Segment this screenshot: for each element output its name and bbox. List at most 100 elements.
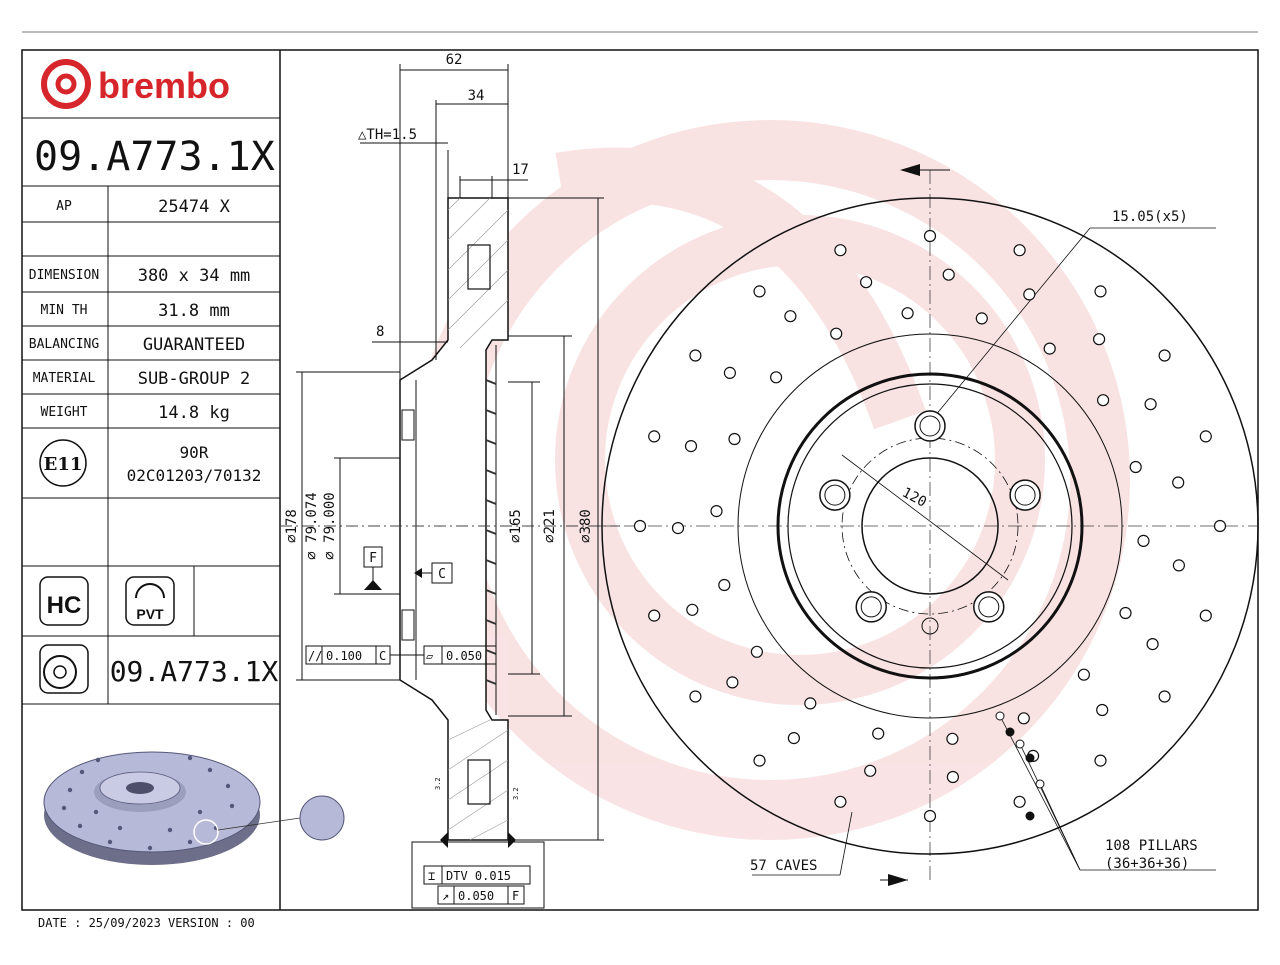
drill-hole <box>1158 690 1171 703</box>
spec-label: AP <box>56 199 72 214</box>
title-block-grid <box>22 117 280 705</box>
pillars-label: 108 PILLARS <box>1105 838 1198 854</box>
e11-approval-mark: E11 <box>39 439 87 487</box>
tol-parallel-ref: C <box>379 649 386 663</box>
drill-hole <box>1199 609 1212 622</box>
caves-label: 57 CAVES <box>750 858 817 874</box>
approval-mark-text: E11 <box>44 454 83 475</box>
pillar-mark <box>995 711 1005 721</box>
locating-hole <box>921 617 939 635</box>
dim-d165: ⌀165 <box>508 509 524 543</box>
spec-value: 25474 X <box>158 197 230 217</box>
bolt-hole-inner <box>1014 484 1036 506</box>
bolt-hole-inner <box>919 415 941 437</box>
pillar-mark <box>1005 727 1015 737</box>
footer-part-number: 09.A773.1X <box>110 655 279 688</box>
drill-hole <box>689 690 702 703</box>
bolt-hole <box>914 410 946 442</box>
drill-hole <box>753 754 766 767</box>
bolt-hole-inner <box>824 484 846 506</box>
drill-hole <box>1043 342 1056 355</box>
parallel-symbol: // <box>308 649 322 663</box>
tol-runout-ref: F <box>512 889 519 903</box>
brembo-watermark <box>410 120 1130 840</box>
spec-value: SUB-GROUP 2 <box>138 369 251 389</box>
datum-c-label: C <box>438 567 446 582</box>
dim-bolt-holes: 15.05(x5) <box>1112 209 1188 225</box>
disc-3d-render <box>43 751 345 865</box>
bolt-hole <box>819 479 851 511</box>
drill-hole <box>1013 244 1026 257</box>
dim-d221: ⌀221 <box>542 509 558 543</box>
bolt-holes <box>819 410 1041 635</box>
drill-hole <box>648 609 661 622</box>
pillar-mark <box>1025 811 1035 821</box>
flatness-symbol: ▱ <box>426 649 434 663</box>
pillar-mark <box>1035 779 1045 789</box>
spec-table: AP 25474 X DIMENSION 380 x 34 mm MIN TH … <box>29 197 251 423</box>
drill-hole <box>753 285 766 298</box>
drill-hole <box>923 809 937 823</box>
pvt-label: PVT <box>136 606 164 622</box>
drill-hole <box>946 732 959 745</box>
drill-hole <box>726 676 739 689</box>
drill-hole <box>648 430 661 443</box>
pvt-badge: PVT <box>125 576 175 626</box>
drill-hole <box>1172 559 1186 572</box>
tol-flat: 0.050 <box>446 649 482 663</box>
roughness-left: 3.2 <box>434 777 442 790</box>
drill-hole <box>946 770 960 784</box>
dim-d79-max: ⌀ 79.074 <box>304 492 320 559</box>
drill-hole <box>1094 285 1107 298</box>
dim-62: 62 <box>446 52 463 68</box>
drill-hole <box>834 244 847 257</box>
drill-hole <box>1023 288 1036 301</box>
spec-value: GUARANTEED <box>143 335 245 355</box>
pillars-sub-label: (36+36+36) <box>1105 856 1189 872</box>
spec-label: WEIGHT <box>41 405 88 420</box>
drill-hole <box>1094 754 1107 767</box>
tol-parallel: 0.100 <box>326 649 362 663</box>
spec-label: MIN TH <box>41 303 88 318</box>
drill-hole <box>769 371 783 384</box>
dim-d380: ⌀380 <box>578 509 594 543</box>
brembo-logo: brembo <box>41 59 230 109</box>
drill-hole <box>718 578 731 592</box>
brand-name: brembo <box>98 65 230 106</box>
spec-label: DIMENSION <box>29 268 99 283</box>
dim-d178: ⌀178 <box>284 509 300 543</box>
datum-f-label: F <box>369 551 377 566</box>
drill-hole <box>1146 637 1159 651</box>
drill-hole <box>1213 519 1227 533</box>
drill-hole <box>1158 349 1171 362</box>
spec-value: 14.8 kg <box>158 403 230 423</box>
spec-value: 380 x 34 mm <box>138 266 251 286</box>
front-view <box>600 170 1259 880</box>
pillar-marks <box>995 711 1045 821</box>
dim-delta-th: △TH=1.5 <box>358 127 417 143</box>
drill-hole <box>859 276 873 289</box>
drill-hole <box>923 229 937 243</box>
drill-hole <box>830 327 843 340</box>
approval-line2: 02C01203/70132 <box>127 466 262 485</box>
part-number: 09.A773.1X <box>34 134 275 180</box>
bolt-hole-inner <box>860 596 882 618</box>
drill-hole <box>872 727 885 740</box>
arrowheads <box>364 568 516 848</box>
pillar-mark <box>1025 753 1035 763</box>
drill-hole <box>784 310 797 323</box>
dtv-symbol: ⌶ <box>428 869 435 883</box>
bolt-hole <box>973 591 1005 623</box>
approval-line1: 90R <box>180 443 209 462</box>
runout-symbol: ↗ <box>442 889 449 903</box>
drill-hole <box>689 349 702 362</box>
drill-hole <box>1129 460 1142 474</box>
drill-hole <box>1096 394 1110 407</box>
spec-label: BALANCING <box>29 337 100 352</box>
pillar-mark <box>1015 739 1025 749</box>
tol-runout: 0.050 <box>458 889 494 903</box>
hc-label: HC <box>47 592 82 619</box>
drill-hole <box>671 521 685 535</box>
drill-hole <box>723 366 737 379</box>
